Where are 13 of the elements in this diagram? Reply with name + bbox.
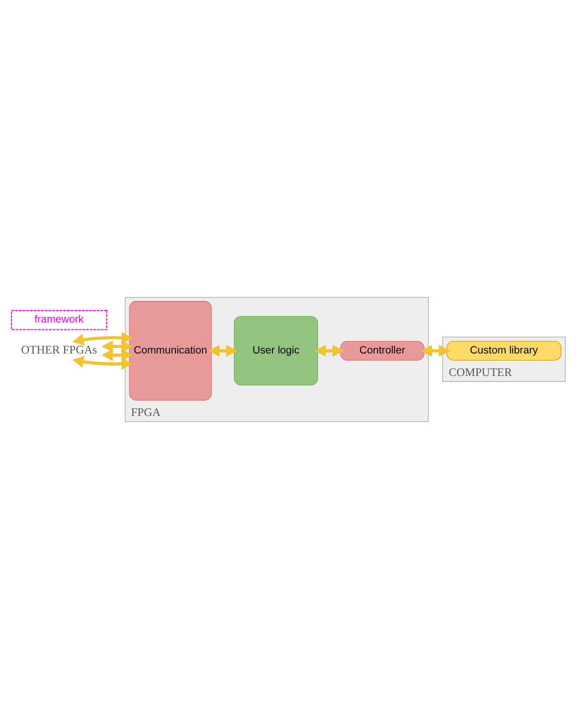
node-box: Custom library [446, 340, 562, 360]
arrow [72, 331, 133, 346]
node-text: OTHER FPGAs [21, 343, 98, 356]
arrow [314, 344, 344, 356]
arrow [208, 344, 238, 356]
node-box: framework [10, 310, 108, 330]
arrow [420, 344, 450, 356]
arrow [102, 348, 133, 361]
arrow [102, 340, 133, 352]
node-box: User logic [234, 316, 318, 385]
node-box: Communication [129, 300, 212, 400]
arrow [72, 355, 133, 370]
node-box: Controller [340, 340, 424, 360]
